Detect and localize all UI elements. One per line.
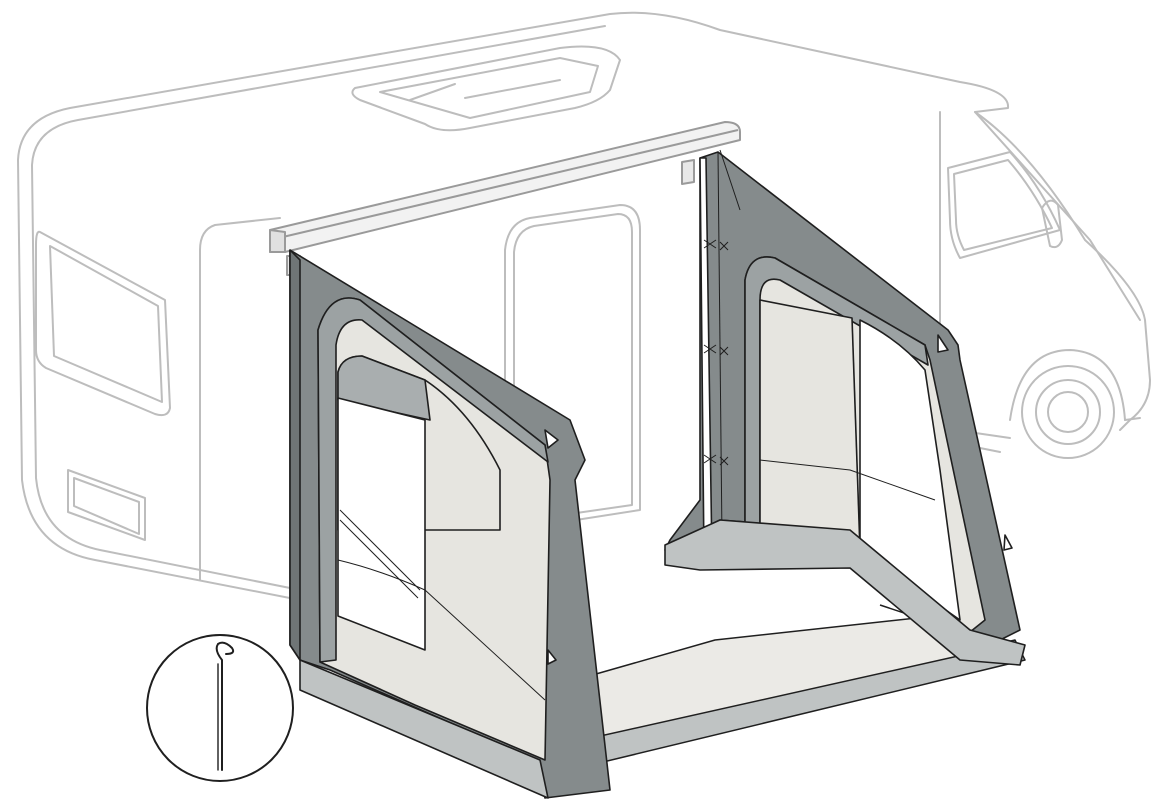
front-wheel [1021,365,1115,459]
callout-circle [146,634,294,782]
campervan-body [17,11,1151,601]
awning-right-panel [664,149,1026,666]
wing-mirror [1041,199,1063,249]
right-panel-window [759,299,861,551]
awning-left-panel [289,249,611,799]
awning-groundsheet [539,604,1026,771]
left-panel-door [337,397,426,651]
awning-rail-body [269,121,741,253]
awning-rail [269,121,741,276]
campervan-body-inner [31,25,606,591]
rear-window [35,230,171,417]
side-locker [67,469,146,541]
front-wheel-arch [1009,349,1126,421]
tent-peg-icon [146,634,294,782]
roof-skylight [351,45,621,132]
tent-peg [215,641,235,771]
